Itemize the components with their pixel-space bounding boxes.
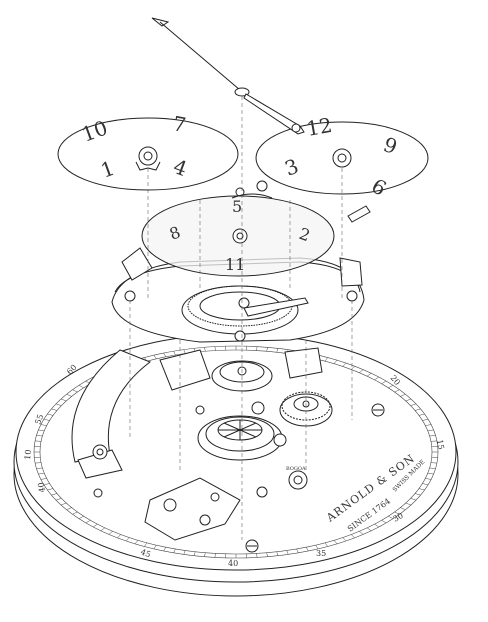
right-hour-disc: 12 9 6 3 — [256, 113, 428, 201]
scale-40-left: 40 — [36, 482, 47, 494]
scale-10: 10 — [23, 449, 33, 460]
disc-numeral-11: 11 — [225, 255, 245, 274]
screw-icon — [94, 489, 102, 497]
right-disc-12: 12 — [305, 113, 334, 141]
disc-numeral-5: 5 — [232, 197, 242, 216]
screw-icon — [257, 487, 267, 497]
screw-icon — [289, 471, 307, 489]
scale-15: 15 — [435, 439, 446, 451]
tourbillon-cage — [198, 416, 282, 460]
scale-40-bottom: 40 — [228, 559, 238, 568]
center-hour-disc: 5 8 2 11 — [142, 196, 334, 276]
scale-35: 35 — [316, 549, 326, 558]
